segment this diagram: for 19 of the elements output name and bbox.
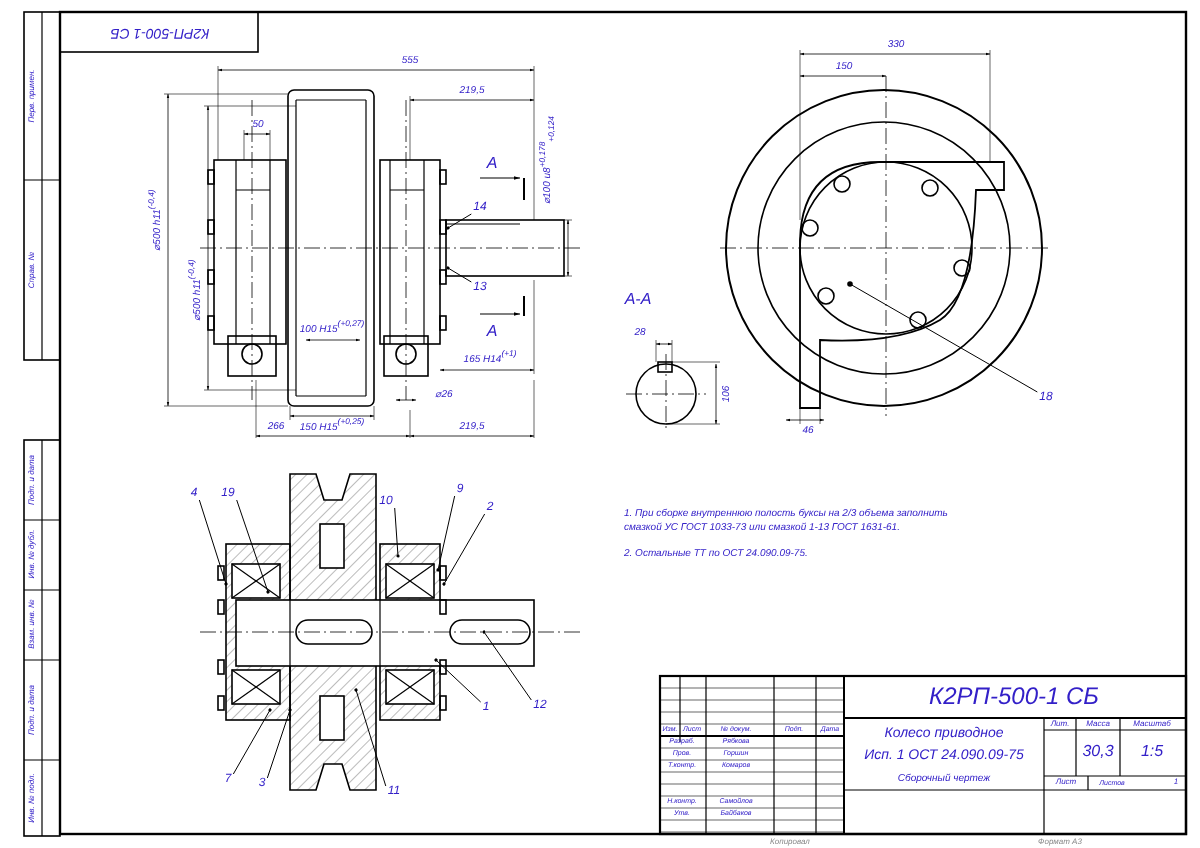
leader-line [482,630,532,701]
leader-line [266,708,292,779]
scale-value: 1:5 [1140,744,1164,760]
leader-line [198,499,228,586]
leader-line [394,507,400,558]
section-letter: A [486,156,498,172]
leader-line [442,513,486,586]
mass-value: 30,3 [1082,744,1114,760]
leader-line [236,499,270,594]
leader-line [436,495,456,572]
leader-line [354,688,387,787]
leader-line [446,213,472,230]
leader-line [848,282,1038,393]
drawing-number: К2РП-500-1 СБ [929,684,1099,708]
leader-line [232,708,272,775]
section-letter: A [486,324,498,340]
section-title: A-A [624,292,652,308]
leader-line [446,266,472,283]
leader-line [434,658,482,703]
